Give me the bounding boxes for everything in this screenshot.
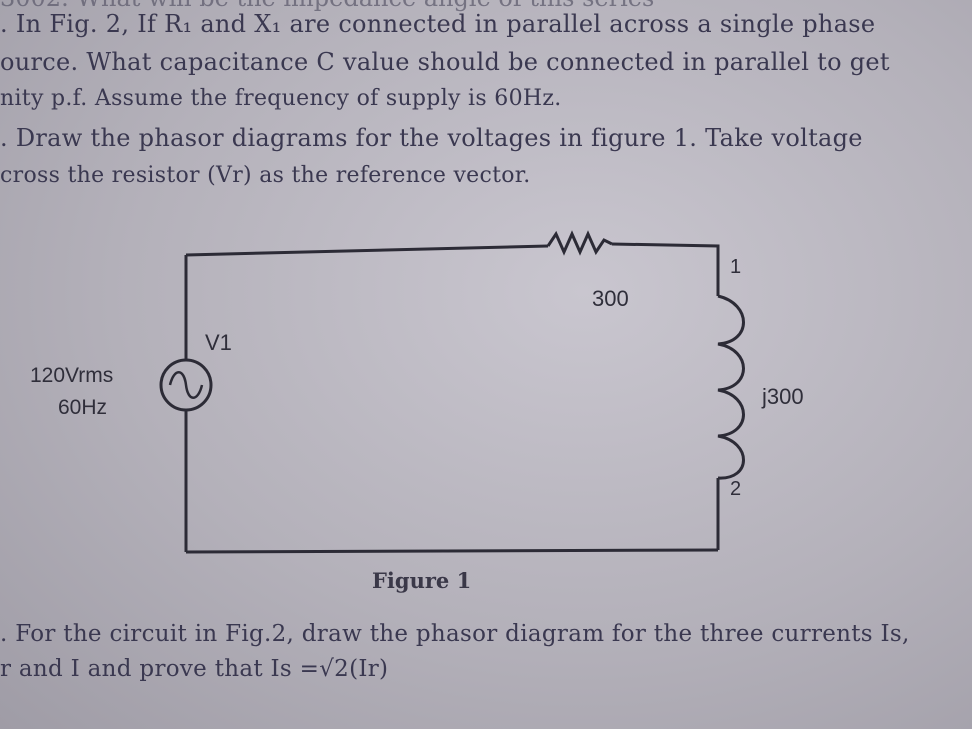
question-3-line-1: . In Fig. 2, If R₁ and X₁ are connected … bbox=[0, 10, 876, 38]
figure-caption: Figure 1 bbox=[372, 568, 472, 593]
source-voltage-label: 120Vrms bbox=[30, 364, 114, 387]
question-3-line-3: nity p.f. Assume the frequency of supply… bbox=[0, 86, 562, 111]
node-2-label: 2 bbox=[730, 478, 742, 500]
question-4-line-1: . Draw the phasor diagrams for the volta… bbox=[0, 124, 863, 152]
source-name-label: V1 bbox=[205, 330, 232, 355]
wire-top-left bbox=[185, 244, 549, 257]
ac-source bbox=[159, 358, 213, 412]
resistor bbox=[546, 230, 613, 256]
question-5-line-2: r and I and prove that Is =√2(Ir) bbox=[0, 656, 389, 682]
inductor bbox=[717, 294, 745, 480]
sine-wave-icon bbox=[168, 371, 204, 399]
question-5-line-1: . For the circuit in Fig.2, draw the pha… bbox=[0, 621, 910, 647]
resistor-label: 300 bbox=[592, 286, 629, 311]
question-4-line-2: cross the resistor (Vr) as the reference… bbox=[0, 163, 531, 188]
node-1-label: 1 bbox=[730, 256, 742, 278]
wire-bottom bbox=[185, 548, 719, 554]
question-3-line-2: ource. What capacitance C value should b… bbox=[0, 48, 890, 76]
wire-top-right bbox=[611, 242, 720, 296]
cut-off-line: 3002. What will be the impedance angle o… bbox=[0, 0, 654, 12]
source-frequency-label: 60Hz bbox=[58, 396, 108, 419]
inductor-label: j300 bbox=[762, 384, 804, 409]
